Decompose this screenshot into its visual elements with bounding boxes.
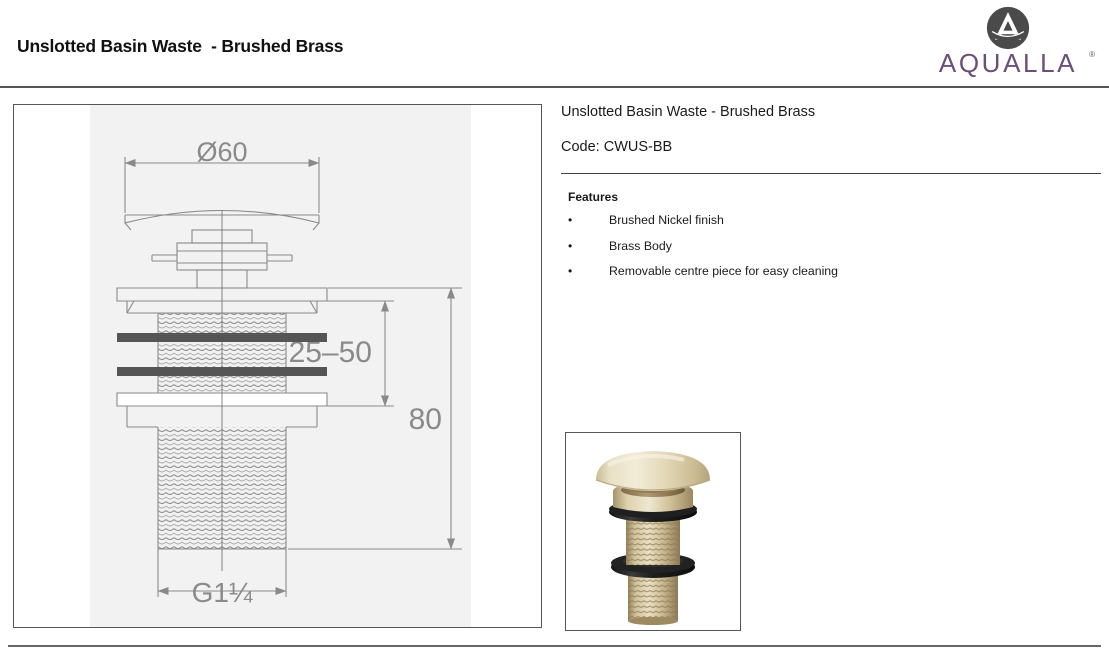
page-title: Unslotted Basin Waste - Brushed Brass xyxy=(17,36,344,56)
page-header: Unslotted Basin Waste - Brushed Brass AQ… xyxy=(0,0,1109,86)
aqualla-a-logomark-icon xyxy=(986,6,1030,50)
feature-label: Removable centre piece for easy cleaning xyxy=(609,263,838,278)
list-item: • Removable centre piece for easy cleani… xyxy=(561,265,1101,277)
basin-waste-product-photo-icon xyxy=(566,433,740,630)
feature-label: Brass Body xyxy=(609,238,672,253)
bullet-icon: • xyxy=(568,238,573,253)
bullet-icon: • xyxy=(568,263,573,278)
list-item: • Brass Body xyxy=(561,238,1101,253)
header-divider xyxy=(0,86,1109,88)
product-code: Code: CWUS-BB xyxy=(561,139,673,156)
brand-wordmark: AQUALLA xyxy=(938,48,1078,78)
technical-line-drawing-icon: Ø60 xyxy=(116,137,462,608)
svg-text:G1¼: G1¼ xyxy=(192,577,253,608)
bullet-icon: • xyxy=(568,213,573,228)
technical-drawing-panel: Ø60 xyxy=(13,104,542,628)
svg-text:Ø60: Ø60 xyxy=(196,137,247,167)
list-item: • Brushed Nickel finish xyxy=(561,214,1101,226)
seal-band-upper xyxy=(117,333,327,342)
brand-trademark-symbol: ® xyxy=(1089,50,1095,59)
feature-label: Brushed Nickel finish xyxy=(609,213,724,228)
features-heading: Features xyxy=(568,190,619,205)
features-list: • Brushed Nickel finish • Brass Body • R… xyxy=(561,214,1101,277)
product-photo-frame xyxy=(565,432,741,631)
brand-logo: AQUALLA ® xyxy=(920,6,1096,78)
seal-band-lower xyxy=(117,367,327,376)
footer-divider xyxy=(8,645,1101,647)
svg-text:80: 80 xyxy=(409,403,442,436)
product-name: Unslotted Basin Waste - Brushed Brass xyxy=(561,104,816,120)
product-info-panel: Unslotted Basin Waste - Brushed Brass Co… xyxy=(561,104,1101,290)
info-divider xyxy=(561,172,1101,175)
